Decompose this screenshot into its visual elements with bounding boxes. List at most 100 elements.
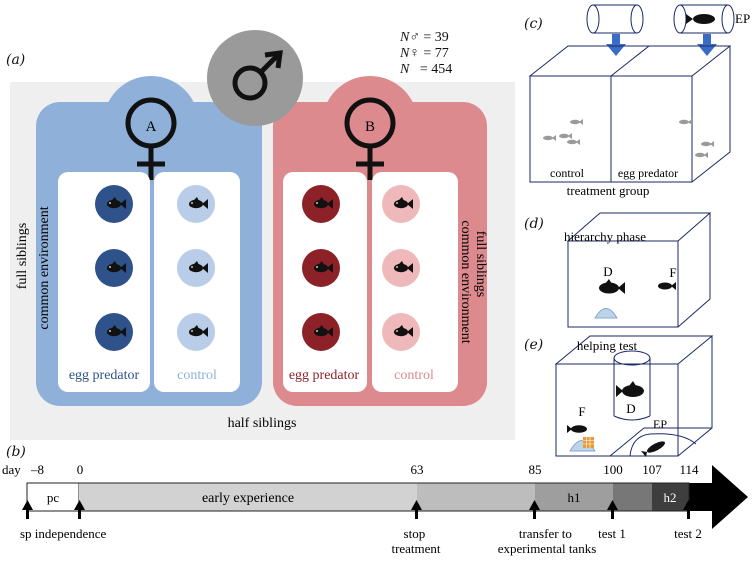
egg-predator-b-label: egg predator	[289, 368, 360, 383]
egg-clutch	[583, 437, 594, 448]
event-transfer-line2: experimental tanks	[498, 541, 597, 556]
male-symbol	[207, 30, 303, 126]
fish-a-ep-3	[95, 313, 133, 351]
fish-c1	[543, 135, 556, 141]
panel-a-label: (a)	[6, 52, 26, 68]
control-a-label: control	[177, 368, 217, 383]
dominant-cylinder	[613, 350, 651, 421]
experimental-timeline: day –8 0 63 85 100 107 114 pc early expe…	[2, 462, 748, 556]
egg-predator-fish-e	[641, 441, 665, 457]
males-label: N♂	[400, 30, 420, 45]
floater-label-d: F	[669, 265, 676, 280]
common-env-left: common environment	[37, 206, 52, 329]
day-100: 100	[603, 462, 623, 477]
fish-c5	[679, 119, 692, 125]
event-sp-independence: sp independence	[20, 526, 107, 541]
fish-a-ep-2	[95, 249, 133, 287]
floater-fish-d	[658, 282, 676, 290]
female-b-letter: B	[365, 119, 375, 135]
panel-d-label: (d)	[524, 216, 544, 232]
day-63: 63	[411, 462, 424, 477]
total-label: N	[400, 62, 410, 77]
total-value: = 454	[419, 62, 453, 77]
control-arrow	[606, 34, 626, 56]
female-a-letter: A	[146, 119, 157, 135]
floater-fish-e	[567, 425, 587, 433]
timeline-arrowhead	[689, 465, 748, 529]
fish-c2	[559, 133, 572, 139]
fish-b-ep-3	[302, 313, 340, 351]
half-siblings-label: half siblings	[228, 416, 297, 431]
control-b-label: control	[394, 368, 434, 383]
egg-predator-a-label: egg predator	[69, 368, 140, 383]
ep-arrow	[697, 34, 717, 56]
dominant-fish-d	[599, 279, 625, 294]
segment-pc-label: pc	[47, 490, 60, 505]
control-label: control	[550, 166, 585, 180]
arrow-stop-treatment	[411, 500, 422, 519]
helping-test-title: helping test	[577, 338, 638, 353]
female-a-symbol	[103, 76, 199, 180]
day-85: 85	[529, 462, 542, 477]
treatment-tank-diagram: EP control egg predator treatment group	[528, 4, 750, 198]
ep-label: EP	[735, 11, 750, 26]
females-label: N♀	[400, 46, 420, 61]
helping-test-diagram: helping test F D EP	[554, 335, 714, 457]
arrow-test1	[607, 500, 618, 519]
fish-a-ctrl-3	[177, 313, 215, 351]
event-transfer-line1: transfer to	[519, 526, 572, 541]
fish-b-ctrl-1	[382, 185, 420, 223]
day-107: 107	[642, 462, 662, 477]
day-minus8: –8	[30, 462, 44, 477]
control-cylinder	[586, 4, 644, 34]
fish-b-ctrl-3	[382, 313, 420, 351]
event-test1: test 1	[598, 526, 626, 541]
day-label: day	[2, 462, 21, 477]
arrow-transfer	[529, 500, 540, 519]
fish-c3	[570, 119, 583, 125]
event-arrows	[22, 500, 694, 519]
panel-b-label: (b)	[6, 444, 26, 460]
event-test2: test 2	[674, 526, 702, 541]
fish-a-ctrl-2	[177, 249, 215, 287]
fish-b-ep-2	[302, 249, 340, 287]
arrow-sp	[22, 500, 33, 519]
segment-early-experience	[79, 483, 417, 511]
fish-a-ep-1	[95, 185, 133, 223]
fish-c4	[567, 139, 580, 145]
event-transfer: transfer to experimental tanks	[498, 526, 597, 556]
segment-transition	[417, 483, 535, 511]
fish-b-ep-1	[302, 185, 340, 223]
dominant-fish-e	[616, 381, 644, 397]
egg-predator-label: egg predator	[618, 166, 678, 180]
day-0: 0	[77, 462, 84, 477]
segment-h1	[535, 483, 613, 511]
panel-c-label: (c)	[524, 16, 543, 32]
full-siblings-left: full siblings	[15, 223, 30, 290]
event-stop-treatment: stop treatment	[391, 526, 440, 556]
fish-a-ctrl-1	[177, 185, 215, 223]
breeding-design-diagram: A B full siblings common environment com…	[10, 30, 515, 440]
fish-c6	[701, 141, 714, 147]
segment-h1-label: h1	[568, 490, 581, 505]
arrow-independence	[74, 500, 85, 519]
shelter-d	[594, 308, 618, 319]
hierarchy-tank	[566, 212, 712, 328]
sample-sizes: N♂ = 39 N♀ = 77 N = 454	[400, 30, 452, 78]
males-value: = 39	[423, 30, 449, 45]
females-value: = 77	[423, 46, 449, 61]
hierarchy-title: hierarchy phase	[564, 229, 646, 244]
segment-h2	[652, 483, 689, 511]
helping-test-tank	[554, 335, 714, 457]
fish-c7	[695, 152, 708, 158]
segment-h2-label: h2	[664, 490, 677, 505]
segment-early-label: early experience	[202, 491, 294, 506]
panel-e-label: (e)	[524, 337, 544, 353]
dominant-label-d: D	[603, 264, 612, 279]
treatment-group-label: treatment group	[567, 183, 650, 198]
fish-b-ctrl-2	[382, 249, 420, 287]
ep-label-e: EP	[653, 417, 667, 431]
treatment-tank	[528, 45, 732, 183]
common-env-right: common environment	[458, 220, 473, 343]
floater-label-e: F	[578, 404, 585, 419]
